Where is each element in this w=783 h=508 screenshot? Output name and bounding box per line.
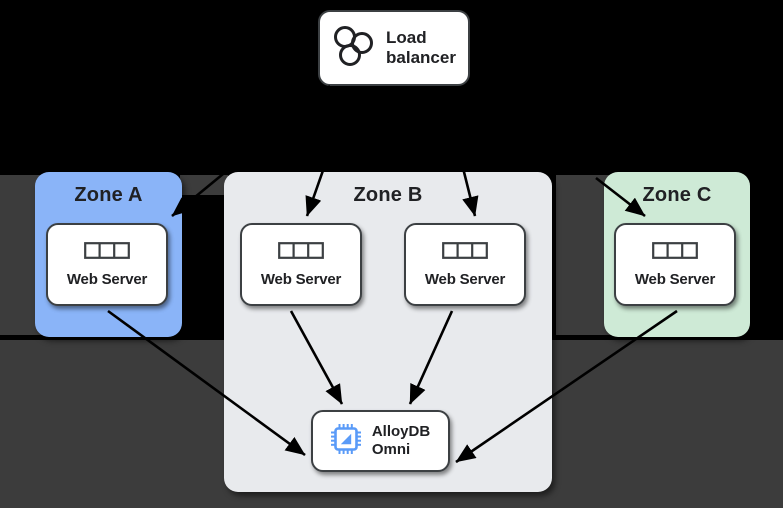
background-band <box>180 175 228 195</box>
alloydb-omni-label-line1: AlloyDB <box>371 423 431 441</box>
zone-b-web-server-1[interactable]: Web Server <box>240 223 362 306</box>
load-balancer-label: Load balancer <box>386 28 456 67</box>
zone-b-web-server-1-label: Web Server <box>260 270 342 288</box>
zone-b-title: Zone B <box>353 184 423 206</box>
load-balancer-label-line2: balancer <box>386 48 456 67</box>
zone-a-web-server-1[interactable]: Web Server <box>46 223 168 306</box>
server-rack-icon <box>278 241 324 264</box>
zone-a-title: Zone A <box>74 184 143 206</box>
server-rack-icon <box>84 241 130 264</box>
three-circles-icon <box>332 25 374 72</box>
server-rack-icon <box>652 241 698 264</box>
load-balancer-node[interactable]: Load balancer <box>318 10 470 86</box>
alloydb-omni-label-line2: Omni <box>371 441 411 458</box>
zone-b-web-server-2-label: Web Server <box>424 270 506 288</box>
zone-c-title: Zone C <box>642 184 712 206</box>
server-rack-icon <box>442 241 488 264</box>
alloydb-omni-label: AlloyDB Omni <box>372 423 430 458</box>
zone-a-web-server-1-label: Web Server <box>66 270 148 288</box>
cpu-chip-icon <box>330 423 361 459</box>
zone-c-web-server-1[interactable]: Web Server <box>614 223 736 306</box>
zone-c-web-server-1-label: Web Server <box>634 270 716 288</box>
zone-b-web-server-2[interactable]: Web Server <box>404 223 526 306</box>
load-balancer-label-line1: Load <box>386 28 427 48</box>
alloydb-omni-node[interactable]: AlloyDB Omni <box>311 410 450 472</box>
